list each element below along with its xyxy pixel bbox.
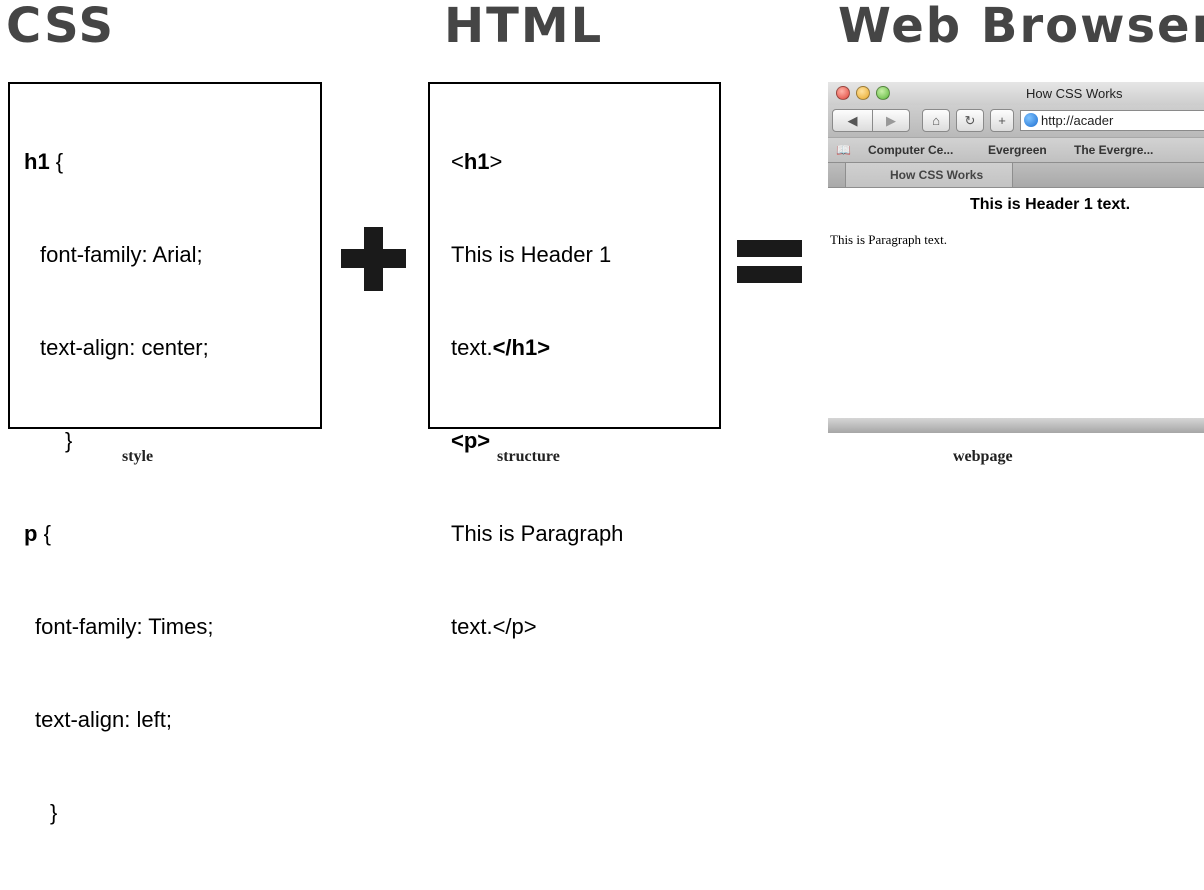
caption-webpage: webpage — [953, 448, 1013, 465]
css-rule: text-align: center; — [40, 335, 209, 360]
forward-icon[interactable]: ▶ — [886, 113, 896, 128]
bookmark-item[interactable]: Evergreen — [988, 143, 1047, 157]
html-tag-h1: h1 — [463, 149, 490, 174]
reload-icon: ↻ — [964, 113, 976, 128]
css-brace: { — [49, 149, 64, 174]
css-brace: } — [50, 800, 58, 825]
bookmark-item[interactable]: The Evergre... — [1074, 143, 1154, 157]
equals-bar-bottom — [737, 266, 802, 283]
html-text: text. — [451, 335, 493, 360]
css-code-box: h1 { font-family: Arial; text-align: cen… — [8, 82, 322, 825]
css-rule: font-family: Arial; — [40, 242, 203, 267]
web-browser-heading: Web Browser — [838, 0, 1204, 54]
tab-how-css-works[interactable]: How CSS Works — [845, 163, 1013, 187]
css-selector-h1: h1 — [24, 149, 50, 174]
plus-bar-vertical — [364, 227, 383, 291]
tab-bar: How CSS Works — [828, 162, 1204, 188]
status-bar — [828, 418, 1204, 433]
caption-style: style — [122, 448, 154, 465]
minimize-window-button[interactable] — [856, 86, 870, 100]
reload-button[interactable]: ↻ — [956, 109, 984, 132]
html-tag-close-h1: </h1> — [492, 335, 551, 360]
back-icon[interactable]: ◀ — [833, 110, 873, 131]
css-selector-p: p — [24, 521, 38, 546]
browser-toolbar: ◀ ▶ ⌂ ↻ + http://acader — [828, 105, 1204, 137]
html-bracket: < — [451, 149, 464, 174]
css-rule: text-align: left; — [35, 707, 172, 732]
zoom-window-button[interactable] — [876, 86, 890, 100]
book-icon[interactable]: 📖 — [836, 143, 851, 157]
html-tag-p: <p> — [451, 428, 491, 453]
html-code: <h1> This is Header 1 text.</h1> <p> Thi… — [451, 84, 623, 704]
window-title: How CSS Works — [1026, 86, 1123, 101]
back-forward-buttons: ◀ ▶ — [832, 109, 910, 132]
bookmark-item[interactable]: Computer Ce... — [868, 143, 954, 157]
html-bracket: > — [489, 149, 503, 174]
browser-window: How CSS Works ◀ ▶ ⌂ ↻ + http://acader 📖 … — [828, 82, 1204, 433]
address-bar[interactable]: http://acader — [1020, 110, 1204, 131]
add-bookmark-button[interactable]: + — [990, 109, 1014, 132]
css-code: h1 { font-family: Arial; text-align: cen… — [24, 84, 213, 890]
rendered-paragraph: This is Paragraph text. — [830, 232, 947, 247]
close-window-button[interactable] — [836, 86, 850, 100]
css-brace: } — [65, 428, 73, 453]
css-heading: CSS — [6, 0, 116, 54]
bookmarks-bar: 📖 Computer Ce... Evergreen The Evergre..… — [828, 137, 1204, 163]
equals-bar-top — [737, 240, 802, 257]
css-rule: font-family: Times; — [35, 614, 214, 639]
globe-icon — [1024, 113, 1038, 127]
browser-titlebar: How CSS Works — [828, 82, 1204, 105]
html-heading: HTML — [444, 0, 604, 54]
css-brace: { — [37, 521, 51, 546]
home-button[interactable]: ⌂ — [922, 109, 950, 132]
html-code-box: <h1> This is Header 1 text.</h1> <p> Thi… — [428, 82, 721, 639]
html-text: This is Header 1 — [451, 242, 612, 267]
html-text: text.</p> — [451, 614, 537, 639]
home-icon: ⌂ — [932, 113, 940, 128]
rendered-header: This is Header 1 text. — [970, 196, 1131, 213]
address-url: http://acader — [1041, 113, 1114, 128]
add-bookmark-icon: + — [998, 113, 1006, 128]
html-text: This is Paragraph — [451, 521, 624, 546]
caption-structure: structure — [497, 448, 560, 465]
